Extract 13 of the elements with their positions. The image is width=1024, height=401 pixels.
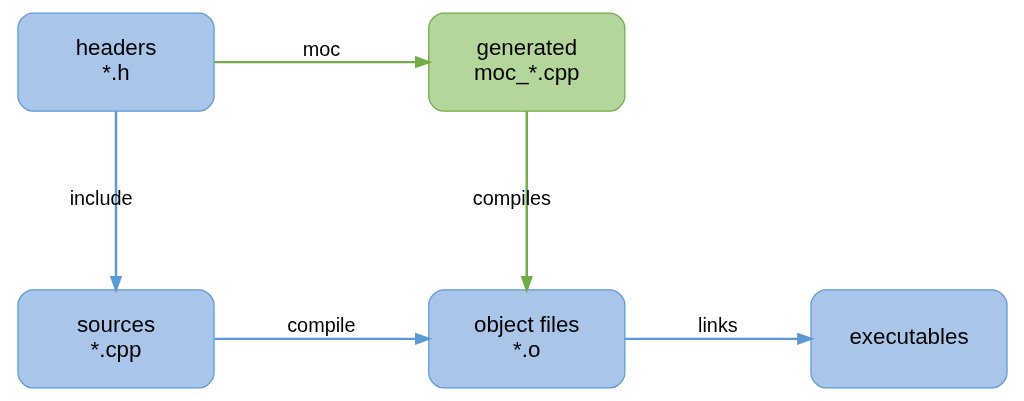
- arrow: [214, 332, 432, 345]
- arrow: [624, 332, 815, 345]
- node-box: executables: [809, 289, 1008, 389]
- edge-label: links: [697, 314, 738, 337]
- arrow: [520, 111, 533, 294]
- node-box: generated moc_*.cpp: [427, 12, 625, 112]
- node-box: sources *.cpp: [16, 289, 215, 389]
- edge-label: compile: [286, 314, 356, 337]
- arrow: [109, 111, 122, 294]
- edge-label: moc: [302, 37, 340, 60]
- arrow: [214, 56, 432, 69]
- node-box: object files *.o: [427, 289, 625, 389]
- node-box: headers *.h: [16, 12, 215, 112]
